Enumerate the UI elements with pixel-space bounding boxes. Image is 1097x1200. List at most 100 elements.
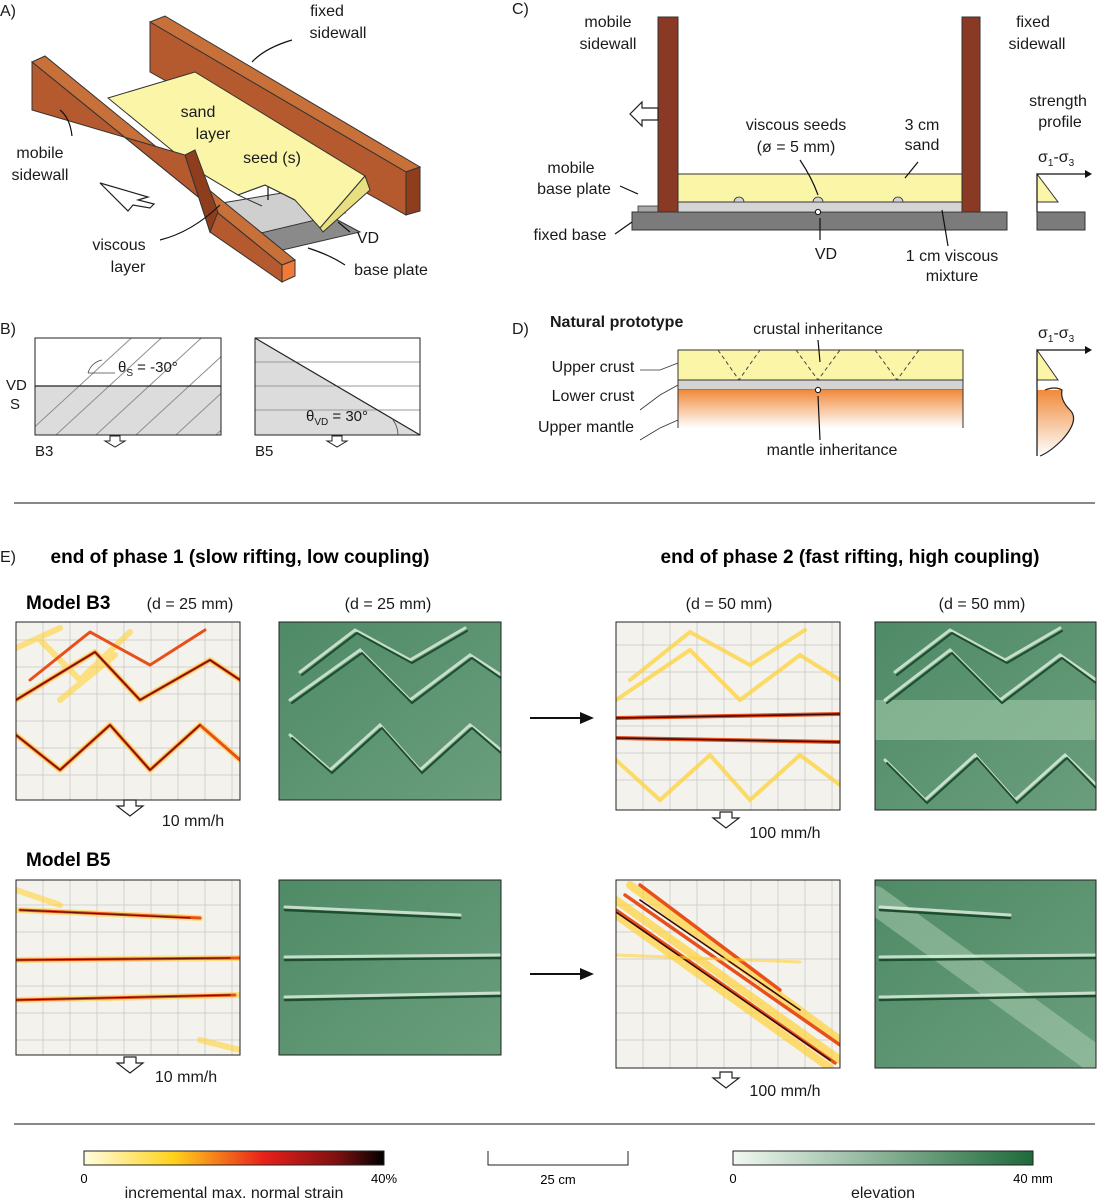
b5-rate-1: 10 mm/h [155,1069,217,1086]
leader-vd [337,221,351,233]
b3-rate-2: 100 mm/h [749,825,820,842]
c-leader-seeds [799,159,819,196]
c-label-strength-1: strength [1029,93,1087,110]
c-label-sigma: σ1-σ3 [1038,149,1075,169]
b3-strain-map-phase2 [615,621,841,811]
c-leader-sand [904,161,919,179]
c-label-mobile-sidewall-1: mobile [584,14,631,31]
b3-phase2-direction-arrow [711,811,741,829]
c-label-sand-2: sand [905,137,940,154]
leader-fixed-sidewall [251,39,293,63]
elevation-min: 0 [729,1171,736,1186]
mobile-direction-arrow [99,182,156,212]
d-crustal-inheritance-3 [874,349,920,381]
sand-layer-side [319,175,371,233]
label-sand-2: layer [196,126,231,143]
b3-s: S [10,396,20,413]
c-leader-fixed-base [614,221,633,235]
b5-strain-map-phase2 [615,879,841,1069]
c-label-mobile-base-2: base plate [537,181,611,198]
fixed-sidewall-end [405,166,421,216]
label-viscous-1: viscous [92,237,145,254]
b5-elevation-map-phase1 [278,879,502,1056]
d-title: Natural prototype [550,314,683,331]
label-seed: seed (s) [243,150,301,167]
c-label-viscous-2: mixture [926,268,979,285]
label-base-plate: base plate [354,262,428,279]
d-label-lower-crust: Lower crust [552,388,635,405]
d-mantle-point [814,386,822,394]
mobile-sidewall-inner [184,149,219,234]
b3-arrow [103,435,127,448]
panel-e-label: E) [0,549,16,566]
b3-strain-map-phase1 [15,621,241,801]
b5-rate-2: 100 mm/h [749,1083,820,1100]
panel-a-apparatus [31,15,422,283]
strain-min: 0 [80,1171,87,1186]
leader-base-plate [307,247,346,266]
d-label-b3-2: (d = 25 mm) [345,596,432,613]
elevation-colorbar [732,1150,1034,1166]
label-mobile-sidewall-2: sidewall [12,167,69,184]
c-label-fixed-base: fixed base [534,227,607,244]
c-mobile-sidewall [657,16,679,213]
d-upper-crust [677,349,964,381]
panel-c: C) mobile sidewall fixed sidewall viscou… [512,1,1092,285]
b3-vd: VD [6,377,27,394]
b3-box [34,337,222,448]
c-seed-3 [892,196,904,203]
d-label-mantle: mantle inheritance [767,442,898,459]
strain-colorbar [83,1150,385,1166]
leader-viscous-layer [159,204,221,241]
d-label-crustal: crustal inheritance [753,321,883,338]
phase2-title: end of phase 2 (fast rifting, high coupl… [661,547,1040,568]
b5-transition-arrow [530,968,594,980]
model-b5-title: Model B5 [26,850,111,871]
c-seed-2 [812,196,824,203]
leader-mobile-sidewall [59,109,73,137]
c-leader-mobile-base [619,185,639,195]
b5-strain-map-phase1 [15,879,241,1056]
d-strength-profile [1036,346,1092,457]
c-label-strength-2: profile [1038,114,1082,131]
elevation-title: elevation [851,1185,915,1200]
panel-c-label: C) [512,1,529,18]
model-b3-title: Model B3 [26,593,110,614]
d-crustal-inheritance-2 [795,349,841,381]
c-label-fixed-sidewall-1: fixed [1016,14,1050,31]
panel-a-label: A) [0,3,16,20]
d-label-upper-crust: Upper crust [552,359,635,376]
c-fixed-sidewall [961,16,981,213]
d-label-b3-1: (d = 25 mm) [147,596,234,613]
panel-b-label: B) [0,321,16,338]
d-leader-upper-crust [640,362,679,371]
panel-e: E) end of phase 1 (slow rifting, low cou… [0,547,1097,1100]
panel-d: D) Natural prototype σ1-σ3 crustal inher… [512,314,1092,459]
b3-elevation-map-phase1 [278,621,502,801]
c-label-vd: VD [815,246,837,263]
b5-theta: θVD = 30° [306,408,368,428]
c-strength-profile [1036,170,1092,231]
seed-line [237,194,263,207]
d-crustal-inheritance-1 [717,349,761,381]
d-label-sigma: σ1-σ3 [1038,325,1075,345]
d-leader-mantle [817,395,821,441]
d-label-b3-3: (d = 50 mm) [686,596,773,613]
d-leader-crustal [817,339,821,363]
c-leader-viscous [941,209,949,247]
label-fixed-sidewall-1: fixed [310,3,344,20]
d-label-b3-4: (d = 50 mm) [939,596,1026,613]
b3-elevation-map-phase2 [874,621,1097,811]
c-label-viscous-1: 1 cm viscous [906,248,998,265]
label-sand-1: sand [181,104,216,121]
c-label-seeds-2: (ø = 5 mm) [757,139,836,156]
b3-name: B3 [35,443,53,460]
c-seed-1 [733,196,745,203]
c-label-sand-1: 3 cm [905,117,940,134]
panel-d-label: D) [512,321,529,338]
d-label-upper-mantle: Upper mantle [538,419,634,436]
c-label-mobile-base-1: mobile [547,160,594,177]
sand-trench [195,169,296,201]
label-mobile-sidewall-1: mobile [16,145,63,162]
